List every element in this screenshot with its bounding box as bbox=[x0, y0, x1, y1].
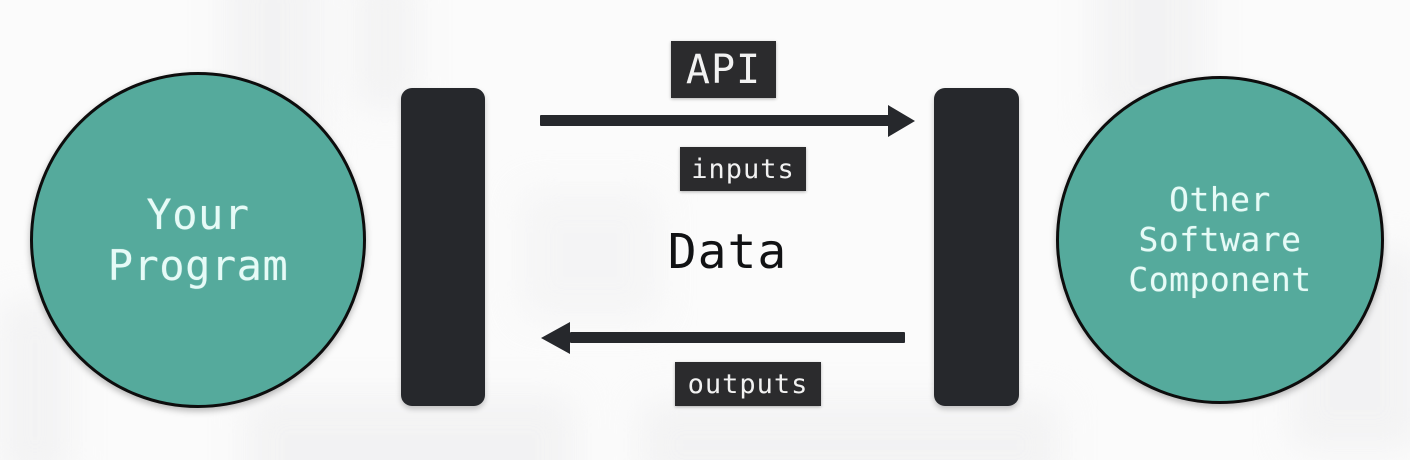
arrow-inputs-line bbox=[540, 115, 892, 126]
arrow-left-head-icon bbox=[541, 322, 570, 354]
arrow-outputs-line bbox=[570, 332, 905, 343]
arrow-right-head-icon bbox=[888, 105, 915, 137]
background-blob bbox=[640, 400, 1060, 460]
node-other-software-component-label: Other Software Component bbox=[1128, 179, 1312, 300]
label-api: API bbox=[671, 41, 776, 98]
label-data: Data bbox=[667, 224, 788, 280]
interface-bar-right bbox=[934, 88, 1019, 406]
node-other-software-component: Other Software Component bbox=[1056, 76, 1384, 404]
label-inputs: inputs bbox=[680, 147, 806, 191]
interface-bar-left bbox=[401, 88, 485, 406]
node-your-program-label: Your Program bbox=[107, 189, 289, 290]
node-your-program: Your Program bbox=[30, 72, 366, 408]
label-outputs: outputs bbox=[675, 362, 821, 406]
